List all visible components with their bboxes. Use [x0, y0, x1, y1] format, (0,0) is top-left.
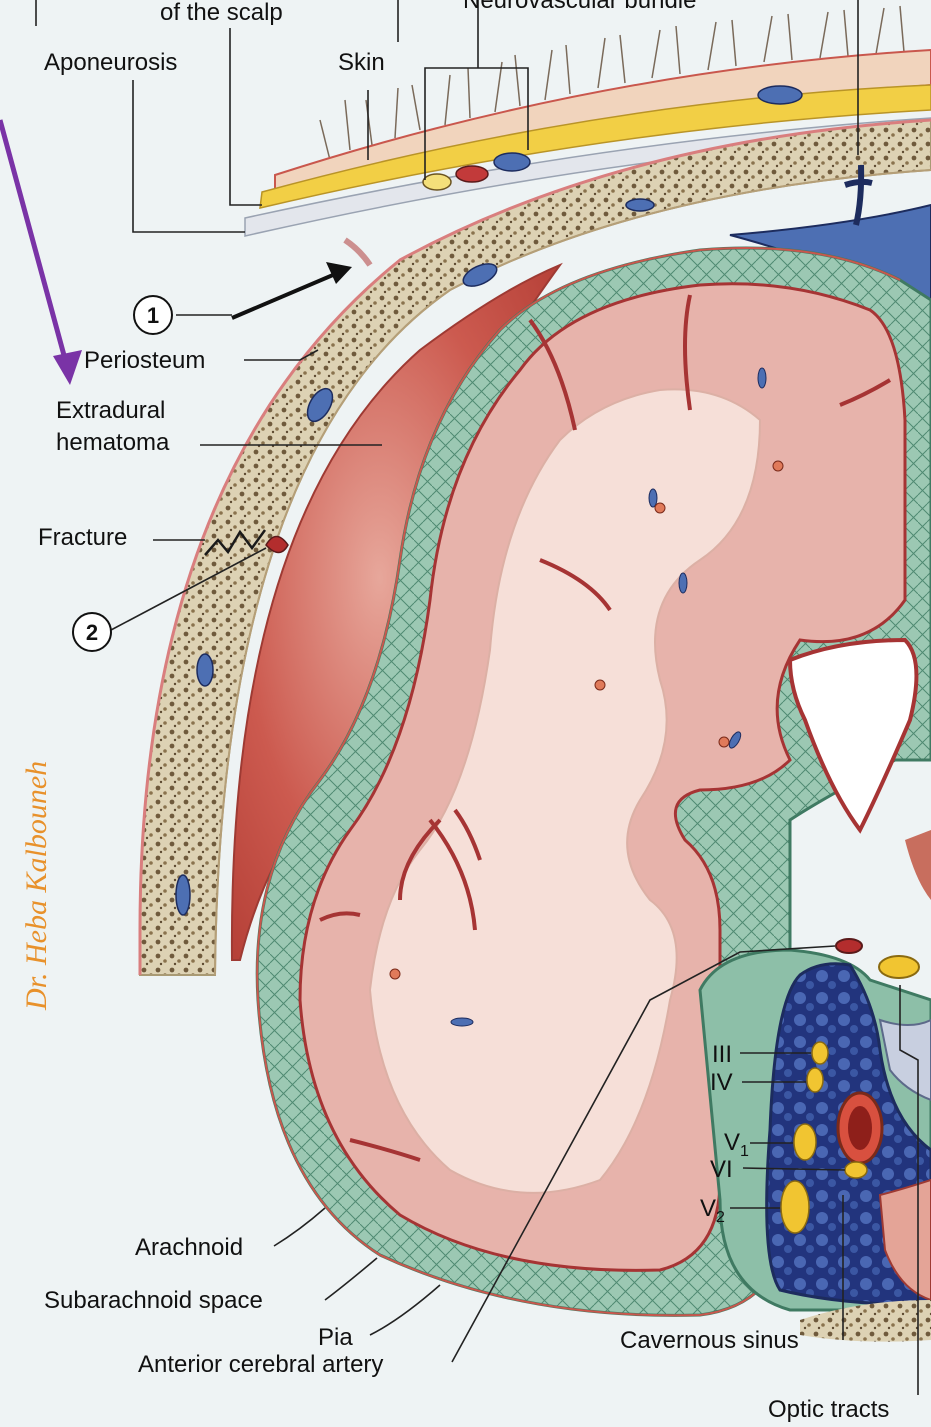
- anterior-cerebral-artery: [836, 939, 862, 953]
- label-neurovascular-bundle: Neurovascular bundle: [463, 0, 696, 14]
- nerve-III: [812, 1042, 828, 1064]
- artery-cross-section: [456, 166, 488, 182]
- watermark: Dr. Heba Kalbouneh: [20, 761, 53, 1011]
- label-nerve-III: III: [712, 1041, 732, 1068]
- label-optic-tracts: Optic tracts: [768, 1396, 889, 1423]
- label-pia: Pia: [318, 1324, 353, 1351]
- marker-2: 2: [86, 620, 98, 645]
- label-periosteum: Periosteum: [84, 347, 205, 374]
- label-skin: Skin: [338, 49, 385, 76]
- label-nerve-VI: VI: [710, 1156, 733, 1183]
- nerve-VI: [845, 1162, 867, 1178]
- nerve-cross-section: [423, 174, 451, 190]
- nerve-IV: [807, 1068, 823, 1092]
- label-hematoma: hematoma: [56, 429, 170, 456]
- label-fracture: Fracture: [38, 524, 127, 551]
- nerve-V1: [794, 1124, 816, 1160]
- label-cavernous-sinus: Cavernous sinus: [620, 1327, 799, 1354]
- label-aponeurosis: Aponeurosis: [44, 49, 177, 76]
- label-extradural: Extradural: [56, 397, 165, 424]
- label-anterior-cerebral-artery: Anterior cerebral artery: [138, 1351, 383, 1378]
- label-nerve-IV: IV: [710, 1069, 733, 1096]
- label-subarachnoid-space: Subarachnoid space: [44, 1287, 263, 1314]
- vein-cross-section: [494, 153, 530, 171]
- label-scalp-fragment: of the scalp: [160, 0, 283, 26]
- label-arachnoid: Arachnoid: [135, 1234, 243, 1261]
- marker-1: 1: [147, 303, 159, 328]
- optic-chiasm: [879, 956, 919, 978]
- nerve-V2: [781, 1181, 809, 1233]
